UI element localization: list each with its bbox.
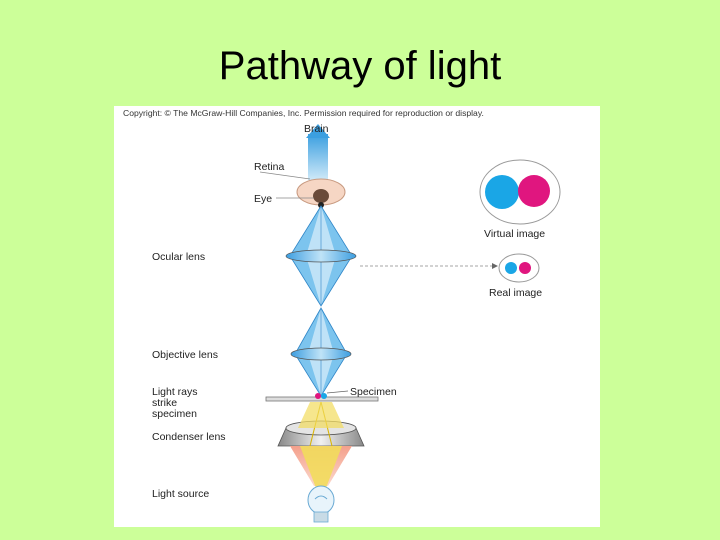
virtual-image-graphic	[479, 159, 561, 225]
specimen-dot-blue	[321, 393, 327, 399]
specimen-dot-magenta	[315, 393, 321, 399]
label-specimen: Specimen	[350, 386, 397, 398]
microscope-light-path-figure: Copyright: © The McGraw-Hill Companies, …	[114, 106, 600, 527]
ocular-lens-cone	[285, 205, 357, 307]
label-retina: Retina	[254, 161, 285, 173]
slide-title: Pathway of light	[218, 44, 502, 88]
label-light-rays-3: specimen	[152, 408, 197, 420]
specimen-leader-line	[326, 390, 349, 394]
label-light-source: Light source	[152, 488, 209, 500]
label-virtual-image: Virtual image	[484, 228, 545, 240]
label-ocular-lens: Ocular lens	[152, 251, 205, 263]
label-brain: Brain	[304, 123, 329, 135]
light-bulb-icon	[307, 485, 335, 523]
real-image-arrowhead	[492, 263, 498, 269]
label-light-rays-1: Light rays	[152, 386, 198, 398]
label-objective-lens: Objective lens	[152, 349, 218, 361]
real-image-graphic	[498, 253, 540, 283]
brain-arrow	[306, 124, 330, 180]
retina-leader-line	[259, 171, 311, 180]
label-condenser-lens: Condenser lens	[152, 431, 226, 443]
light-source-rays	[290, 401, 352, 488]
label-light-rays-2: strike	[152, 397, 177, 409]
label-real-image: Real image	[489, 287, 542, 299]
eye-shape	[296, 178, 346, 208]
label-eye: Eye	[254, 193, 272, 205]
diagram-canvas: Copyright: © The McGraw-Hill Companies, …	[123, 108, 561, 523]
copyright-notice: Copyright: © The McGraw-Hill Companies, …	[123, 108, 484, 118]
objective-lens-cone	[290, 307, 352, 397]
